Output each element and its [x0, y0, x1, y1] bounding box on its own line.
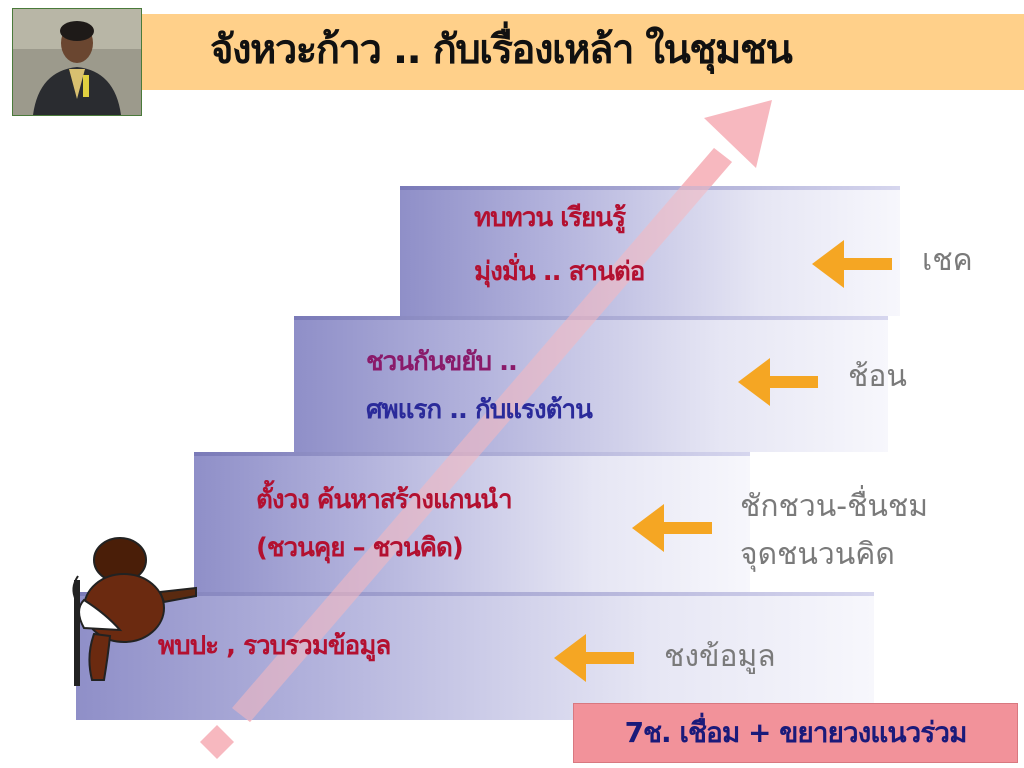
left-arrow-icon: [812, 240, 892, 288]
summary-badge: 7ช. เชื่อม + ขยายวงแนวร่วม: [573, 703, 1018, 763]
title-band: [140, 14, 1024, 90]
step-3-line2: (ชวนคุย – ชวนคิด): [256, 533, 464, 563]
climbing-figure: [72, 537, 197, 686]
step-4-label: ชงข้อมูล: [664, 639, 776, 674]
left-arrow-icon: [632, 504, 712, 552]
step-3-label-line2: จุดชนวนคิด: [740, 537, 895, 572]
step-1-line1: ทบทวน เรียนรู้: [474, 203, 626, 233]
step-1-line2: มุ่งมั่น .. สานต่อ: [474, 257, 645, 287]
step-2-line2: ศพแรก .. กับแรงต้าน: [366, 395, 593, 425]
step-3-line1: ตั้งวง ค้นหาสร้างแกนนำ: [256, 485, 513, 515]
step-2-label: ช้อน: [848, 359, 907, 394]
page-title: จังหวะก้าว .. กับเรื่องเหล้า ในชุมชน: [210, 27, 793, 73]
left-arrow-icon: [738, 358, 818, 406]
left-arrow-icon: [554, 634, 634, 682]
step-3-label-line1: ชักชวน-ชื่นชม: [740, 489, 929, 524]
step-4-line1: พบปะ , รวบรวมข้อมูล: [158, 631, 391, 661]
summary-badge-text: 7ช. เชื่อม + ขยายวงแนวร่วม: [624, 716, 968, 749]
step-1-label: เชค: [922, 243, 973, 278]
step-2-line1: ชวนกันขยับ ..: [366, 347, 518, 377]
presenter-photo: [12, 8, 142, 116]
